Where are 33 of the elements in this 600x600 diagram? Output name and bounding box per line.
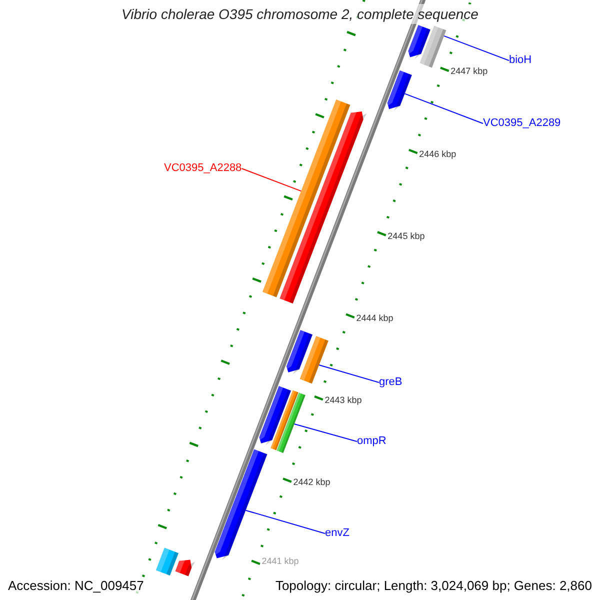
gene-label: greB — [379, 376, 402, 389]
scale-label: 2445 kbp — [388, 230, 425, 242]
gene-label: envZ — [325, 527, 350, 540]
gene-bar — [257, 386, 291, 446]
gene-label: ompR — [357, 435, 386, 448]
gene-bar — [280, 110, 367, 304]
leader-line — [245, 510, 326, 534]
gene-bar — [276, 392, 306, 453]
scale-label: 2446 kbp — [419, 148, 456, 160]
gene-bar — [406, 25, 430, 59]
gene-label: bioH — [509, 54, 532, 67]
gene-bar — [284, 330, 312, 374]
leader-line — [318, 364, 380, 383]
footer-text: Accession: NC_009457 — [8, 578, 144, 594]
scale-label: 2443 kbp — [324, 395, 362, 406]
gene-bar — [420, 26, 446, 68]
scale-label: 2441 kbp — [262, 556, 299, 567]
leader-line — [294, 424, 358, 442]
leader-line — [404, 93, 484, 124]
gene-bar — [262, 100, 350, 298]
gene-bar — [385, 70, 412, 111]
scale-label: 2442 kbp — [293, 477, 330, 488]
scale-label: 2447 kbp — [450, 66, 488, 78]
leader-line — [444, 35, 510, 61]
footer-text: Topology: circular; Length: 3,024,069 bp; Genes: 2,860 — [275, 578, 592, 594]
leader-line — [241, 168, 302, 192]
gene-label: VC0395_A2289 — [483, 117, 561, 130]
gene-bar — [156, 548, 178, 576]
gene-label: VC0395_A2288 — [164, 162, 242, 175]
gene-bar — [270, 390, 298, 450]
gene-bar — [300, 336, 328, 384]
scale-label: 2444 kbp — [356, 312, 394, 324]
gene-bar — [175, 558, 196, 576]
